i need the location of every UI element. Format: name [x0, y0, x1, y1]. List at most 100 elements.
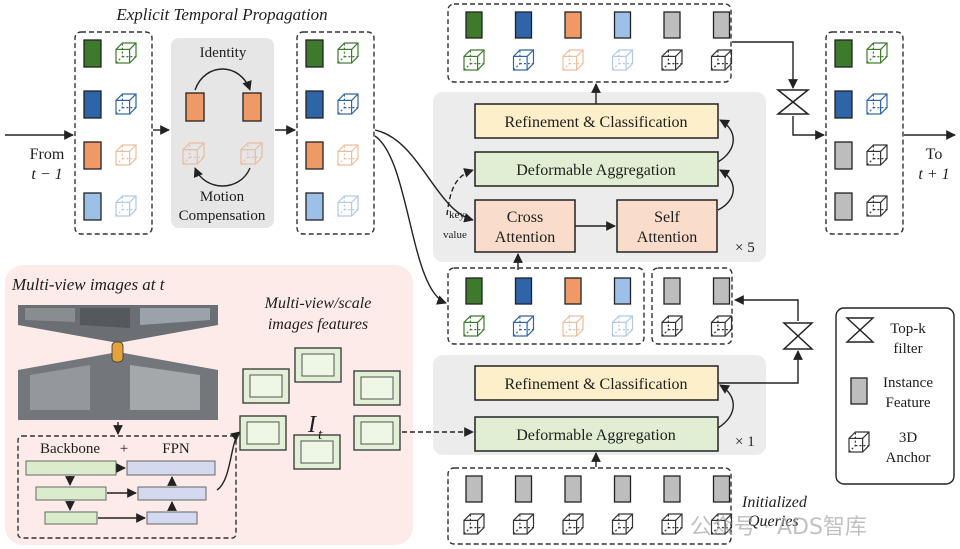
propagated-instance-group	[296, 31, 375, 235]
legend-box	[835, 307, 955, 485]
motion-src-anchor	[182, 142, 205, 165]
instance-feature	[613, 11, 632, 39]
anchor-cube-icon	[710, 315, 733, 337]
instance-feature	[305, 192, 324, 221]
to-label: To	[926, 146, 943, 163]
decoder-output-group	[447, 3, 732, 83]
motion-dst-anchor	[240, 142, 263, 165]
backbone-stage-1	[25, 460, 117, 476]
watermark: 公众号 · ADS智库	[690, 515, 867, 540]
anchor-cube-icon	[661, 49, 683, 71]
motion-dst-cube-icon	[240, 142, 263, 165]
deform-to-refine-arrow	[717, 119, 734, 163]
propagated-instance-items	[305, 39, 359, 221]
deformable-aggregation-block-top	[474, 151, 719, 187]
multiview-images-title: Multi-view images at t	[11, 275, 166, 294]
fpn-to-features-arrow	[216, 431, 241, 491]
bottom-deform-to-refine-arrow	[717, 384, 734, 429]
initialized-label: Initialized	[741, 494, 808, 511]
anchor-cube-icon	[710, 49, 733, 71]
identity-src-instance	[185, 92, 205, 122]
merged-query-items	[463, 277, 733, 337]
anchor-cube-icon	[512, 513, 535, 535]
self-attention-label-1: Self	[654, 209, 680, 226]
motion-arrow	[193, 167, 251, 187]
anchor-cube-icon	[115, 42, 137, 64]
anchor-cube-icon	[337, 195, 359, 217]
instance-feature	[712, 11, 731, 39]
cross-attention-block	[474, 199, 576, 253]
feature-map-tile	[293, 434, 341, 470]
backbone-fpn-box	[17, 435, 237, 539]
refine-classify-label-bottom: Refinement & Classification	[504, 376, 687, 393]
instance-feature	[514, 277, 533, 305]
instance-feature	[465, 277, 483, 305]
instance-feature	[465, 475, 483, 503]
explicit-temporal-title: Explicit Temporal Propagation	[115, 5, 327, 24]
from-label: From	[30, 146, 65, 163]
legend-topk-icon	[845, 317, 875, 343]
instance-feature	[83, 39, 102, 68]
instance-feature	[83, 192, 102, 221]
refine-classify-label-top: Refinement & Classification	[504, 114, 687, 131]
merged-query-group-current	[651, 267, 733, 345]
initialized-query-group	[447, 467, 732, 545]
image-feature-subscript: t	[318, 427, 323, 443]
anchor-cube-icon	[866, 42, 888, 64]
output-to-topk-arrow	[732, 41, 798, 89]
multiview-images-photo	[18, 305, 218, 420]
topk-filter-icon-top	[775, 89, 811, 115]
queries-label: Queries	[748, 513, 799, 530]
anchor-cube-icon	[463, 315, 485, 337]
features-to-deform-top-arrow	[446, 168, 474, 216]
anchor-cube-icon	[611, 49, 634, 71]
instance-feature	[712, 475, 731, 503]
fpn-label: FPN	[162, 441, 190, 457]
instance-feature	[834, 192, 853, 221]
instance-feature	[305, 39, 324, 68]
anchor-cube-icon	[337, 93, 359, 115]
legend-topk-label-1: Top-k	[890, 321, 926, 337]
next-frame-group	[825, 31, 904, 235]
prev-instance-items	[83, 39, 137, 221]
deformable-aggregation-label-bottom: Deformable Aggregation	[516, 427, 676, 444]
legend-instance-label-2: Feature	[886, 395, 931, 411]
legend-topk-label-2: filter	[893, 341, 922, 357]
anchor-cube-icon	[115, 144, 137, 166]
instance-feature	[305, 141, 324, 170]
anchor-cube-icon	[512, 49, 535, 71]
legend-instance-icon	[850, 377, 868, 405]
legend-anchor-icon	[848, 431, 870, 453]
instance-feature	[663, 11, 681, 39]
anchor-cube-icon	[337, 42, 359, 64]
legend-cube-icon	[848, 431, 870, 453]
anchor-cube-icon	[512, 315, 535, 337]
image-feature-maps	[239, 347, 401, 470]
backbone-label: Backbone	[40, 441, 100, 457]
identity-dst-instance	[242, 92, 262, 122]
motion-label: Motion	[200, 189, 245, 205]
compensation-label: Compensation	[179, 208, 266, 224]
feature-map-tile	[242, 368, 290, 404]
plus-label: +	[120, 441, 128, 457]
anchor-cube-icon	[710, 513, 733, 535]
merged-query-group-temporal	[447, 267, 645, 345]
deformable-aggregation-label-top: Deformable Aggregation	[516, 162, 676, 179]
instance-feature	[834, 39, 853, 68]
feature-map-tile	[353, 415, 401, 451]
instance-feature	[564, 11, 582, 39]
backbone-stage-3	[44, 511, 98, 525]
self-to-deform-arrow	[717, 169, 734, 211]
next-frame-items	[834, 39, 888, 221]
motion-src-cube-icon	[182, 142, 205, 165]
self-attention-block	[616, 199, 718, 253]
backbone-stage-2	[35, 486, 107, 501]
instance-feature	[613, 277, 632, 305]
fpn-stage-3	[146, 511, 198, 525]
instance-feature	[663, 277, 681, 305]
refine-classify-block-bottom	[474, 365, 719, 401]
anchor-cube-icon	[661, 513, 683, 535]
instance-feature	[712, 277, 731, 305]
instance-feature	[514, 475, 533, 503]
